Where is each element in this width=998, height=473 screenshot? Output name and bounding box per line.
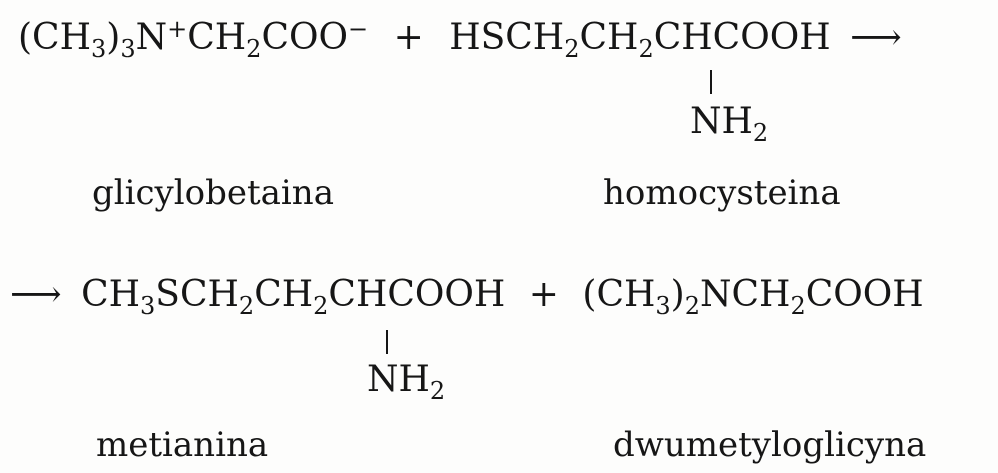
label-homocysteina: homocysteina [603,173,841,213]
reactant-homocysteine-formula: HSCH2CH2CHCOOH [449,17,831,63]
reaction-arrow-icon: ⟶ [850,17,902,58]
reaction-line-1: (CH3)3N+CH2COO− + HSCH2CH2CHCOOH ⟶ [18,15,902,63]
reaction-arrow-icon: ⟶ [10,274,62,315]
label-glicylobetaina: glicylobetaina [92,173,334,213]
reactant-glycine-betaine-formula: (CH3)3N+CH2COO− [18,15,369,63]
product-dimethylglycine-formula: (CH3)2NCH2COOH [582,274,924,320]
label-metianina: metianina [96,425,269,465]
bond-line-icon [710,70,712,94]
plus-sign: + [528,274,559,315]
amino-group-2: NH2 [367,359,446,405]
product-methionine-formula: CH3SCH2CH2CHCOOH [81,274,506,320]
plus-sign: + [393,17,424,58]
amino-group-1: NH2 [690,101,769,147]
label-dwumetyloglicyna: dwumetyloglicyna [613,425,927,465]
bond-line-icon [386,330,388,354]
reaction-line-2: ⟶ CH3SCH2CH2CHCOOH + (CH3)2NCH2COOH [10,274,924,320]
